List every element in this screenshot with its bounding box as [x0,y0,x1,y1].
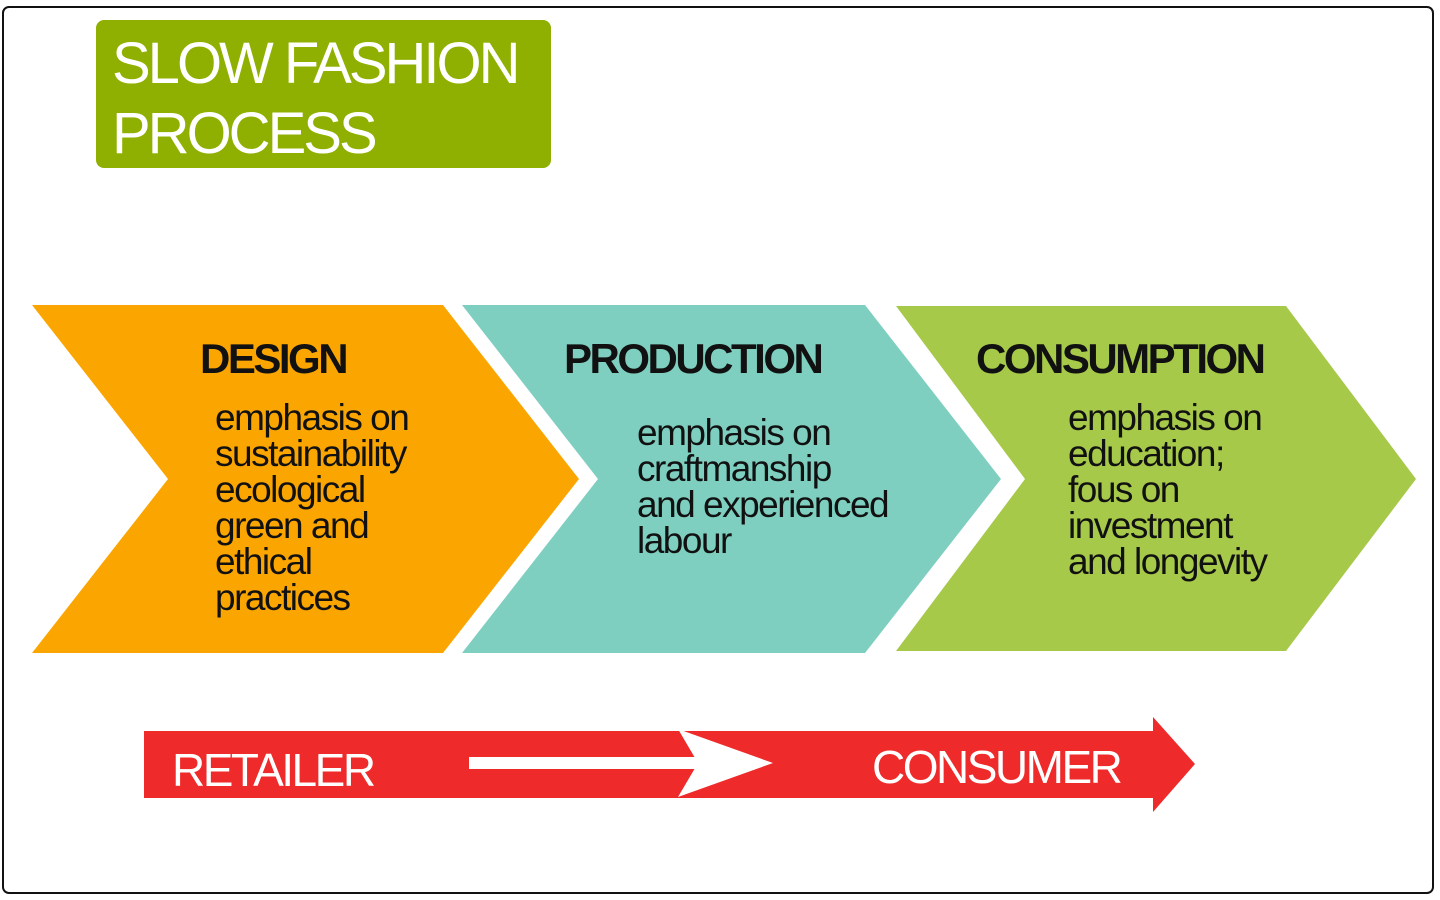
description-line: ethical [215,541,313,582]
description-line: ecological [215,469,366,510]
retailer-label: RETAILER [172,744,376,796]
consumer-label: CONSUMER [872,741,1123,793]
description-line: education; [1068,433,1225,474]
inner-arrow [469,729,773,797]
consumption-description: emphasis on education; fous on investmen… [1068,397,1268,582]
production-description: emphasis on craftmanship and experienced… [637,412,890,561]
design-description: emphasis on sustainability ecological gr… [215,397,410,618]
description-line: investment [1068,505,1233,546]
description-line: emphasis on [215,397,410,438]
description-line: craftmanship [637,448,832,489]
design-chevron [32,305,579,653]
description-line: sustainability [215,433,407,474]
design-heading: DESIGN [200,335,349,382]
description-line: emphasis on [1068,397,1263,438]
consumption-heading: CONSUMPTION [976,335,1266,382]
production-chevron [462,305,1001,653]
description-line: emphasis on [637,412,832,453]
title-line: SLOW FASHION [112,31,521,96]
description-line: labour [637,520,732,561]
description-line: and experienced [637,484,890,525]
description-line: and longevity [1068,541,1268,582]
title-line: PROCESS [112,101,378,166]
consumption-chevron [896,306,1416,651]
description-line: green and [215,505,370,546]
description-line: practices [215,577,351,618]
description-line: fous on [1068,469,1180,510]
production-heading: PRODUCTION [564,335,824,382]
title-box: SLOW FASHION PROCESS [96,20,551,168]
